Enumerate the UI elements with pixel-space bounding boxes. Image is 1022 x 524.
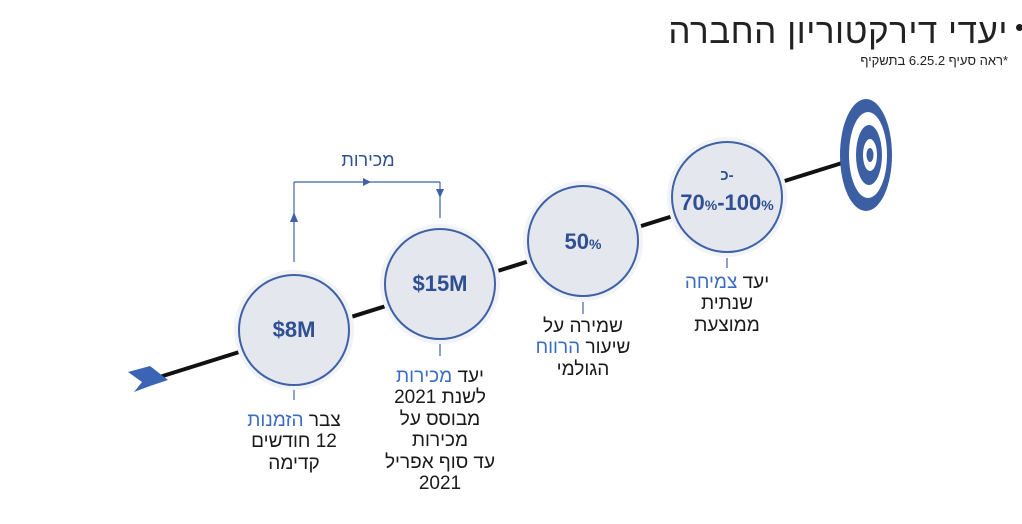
milestone-circle-3 xyxy=(523,181,643,301)
milestone-3-desc-line2: שיעור הרווח xyxy=(508,337,658,358)
milestone-4-value: כ- 70%-100% xyxy=(657,167,797,215)
milestone-4-separator: - xyxy=(717,189,725,215)
milestone-1-desc-line2: 12 חודשים xyxy=(251,431,337,453)
milestone-1-description: צבר הזמנות 12 חודשים קדימה xyxy=(219,410,369,474)
milestone-2-desc-line2: לשנת 2021 xyxy=(394,387,486,409)
milestone-3-number: 50 xyxy=(564,229,590,254)
milestone-2-value: $15M xyxy=(412,271,468,296)
desc-highlight: מכירות xyxy=(396,366,453,387)
milestone-4-desc-line1: יעד צמיחה xyxy=(652,272,802,293)
milestone-4-percent-a: % xyxy=(704,196,718,213)
milestone-circle-2 xyxy=(380,224,500,344)
milestone-4-prefix: כ- xyxy=(720,167,734,184)
sales-flow-label: מכירות xyxy=(341,150,395,170)
milestone-circle-1 xyxy=(234,270,354,390)
desc-highlight: צמיחה xyxy=(684,272,738,293)
milestone-2-desc-line5: עד סוף אפריל xyxy=(384,451,496,473)
milestone-2-desc-line1: יעד מכירות xyxy=(365,366,515,387)
milestone-4-desc-line3: ממוצעת xyxy=(694,314,760,336)
page-subtitle: *ראה סעיף 6.25.2 בתשקיף xyxy=(860,53,1008,68)
milestone-4-description: יעד צמיחה שנתית ממוצעת xyxy=(652,272,802,336)
desc-text: יעד xyxy=(737,272,770,293)
milestone-3-desc-line3: הגולמי xyxy=(556,358,610,380)
milestone-4-desc-line2: שנתית xyxy=(700,293,754,315)
milestone-4-number-b: 100 xyxy=(724,189,762,215)
milestone-3-percent: % xyxy=(589,236,602,252)
milestone-3-description: שמירה על שיעור הרווח הגולמי xyxy=(508,316,658,380)
desc-text: שיעור xyxy=(580,337,631,359)
desc-highlight: הרווח xyxy=(535,337,581,359)
milestone-1-desc-line3: קדימה xyxy=(268,452,320,474)
milestone-circle-4 xyxy=(667,137,787,257)
desc-text: צבר xyxy=(303,410,341,431)
desc-text: יעד xyxy=(452,366,484,387)
bracket-arrow-up xyxy=(290,212,298,222)
desc-highlight: הזמנות xyxy=(247,410,304,431)
milestone-4-percent-b: % xyxy=(761,196,774,213)
milestone-2-desc-line3: מבוסס על xyxy=(399,408,481,430)
bracket-arrow-right xyxy=(363,178,371,186)
target-icon xyxy=(840,99,892,211)
milestone-3-desc-line1: שמירה על xyxy=(543,316,623,337)
title-bullet-icon xyxy=(1016,24,1022,31)
milestone-1-value: $8M xyxy=(272,317,316,342)
milestone-2-description: יעד מכירות לשנת 2021 מבוסס על מכירות עד … xyxy=(365,366,515,495)
milestone-1-desc-line1: צבר הזמנות xyxy=(219,410,369,431)
milestone-3-value: 50% xyxy=(513,229,653,254)
milestone-2-desc-line4: מכירות xyxy=(411,430,469,452)
arrow-tail-fletching xyxy=(128,366,168,392)
bracket-arrow-down xyxy=(436,189,444,198)
page-title: יעדי דירקטוריון החברה xyxy=(668,12,1008,51)
milestone-4-number-a: 70 xyxy=(680,189,705,215)
milestone-2-desc-line6: 2021 xyxy=(418,473,462,495)
